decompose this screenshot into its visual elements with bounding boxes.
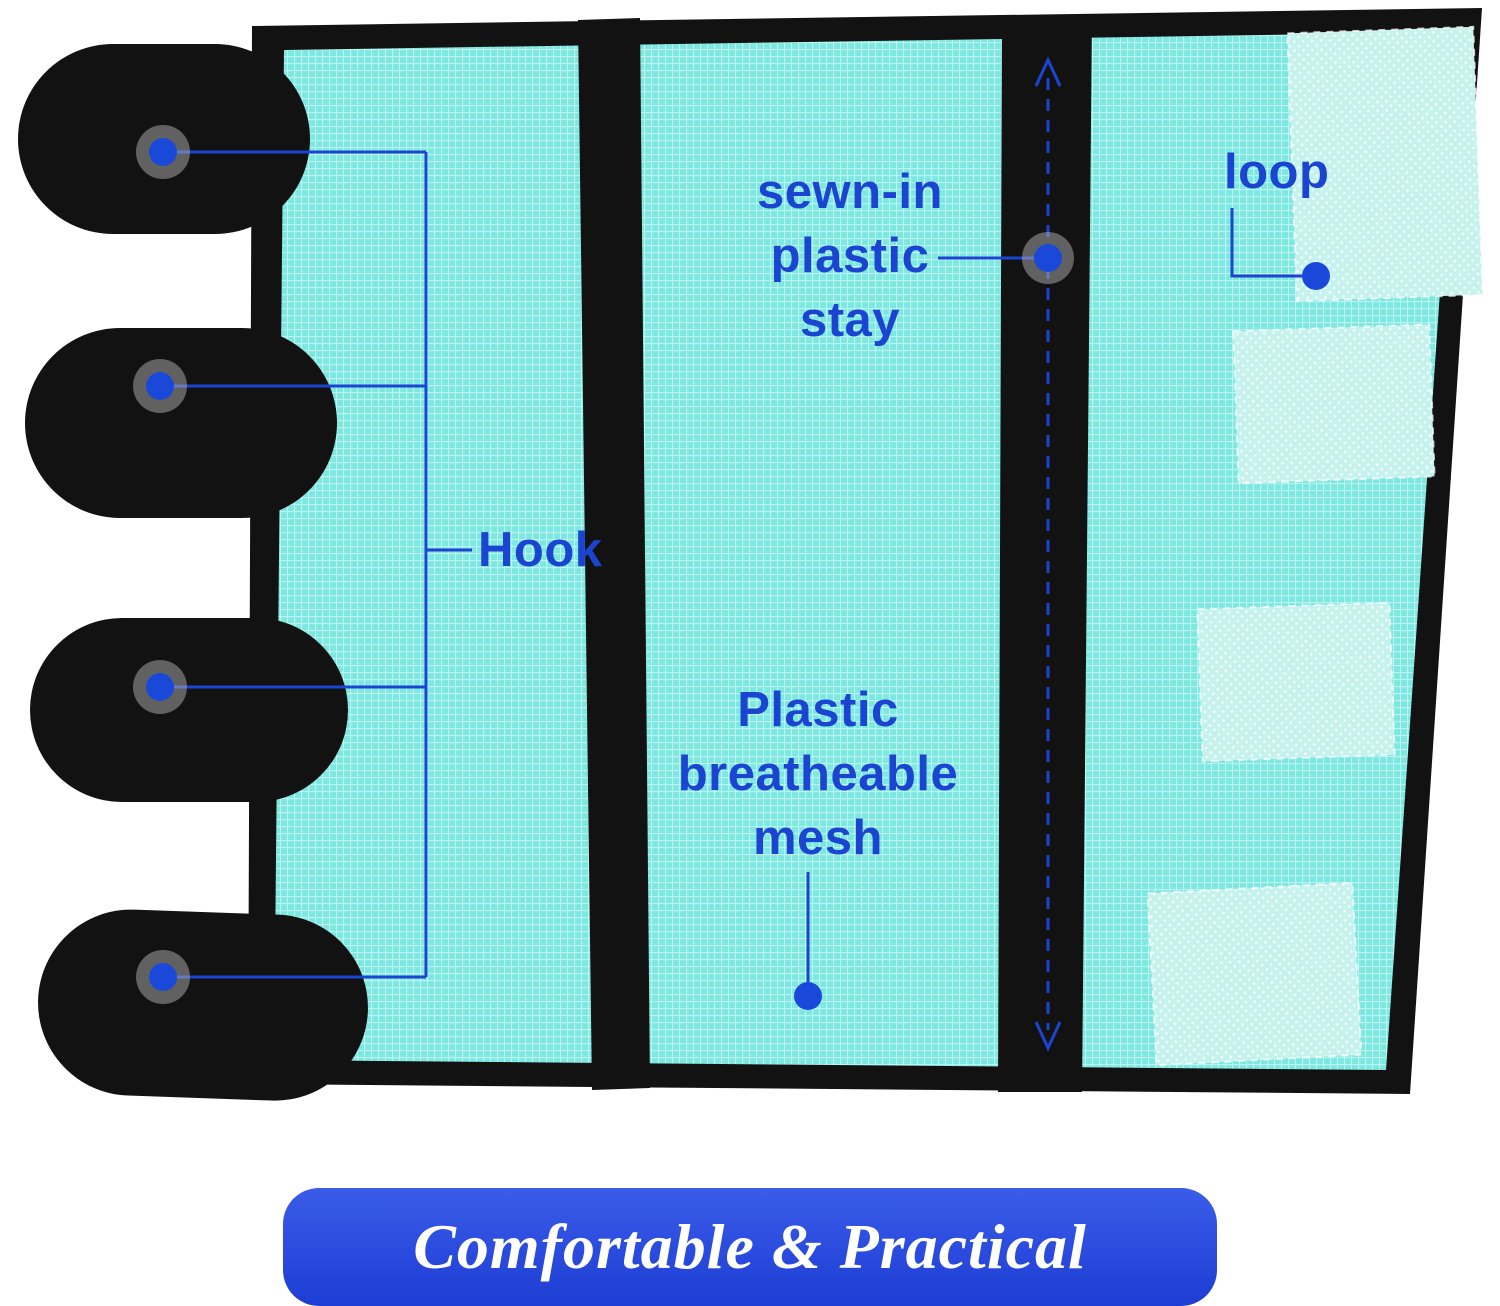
hook-callout <box>133 125 472 1004</box>
stay-callout <box>938 232 1074 284</box>
callout-dot <box>794 982 822 1010</box>
loop-patches <box>1146 25 1484 1067</box>
banner-comfortable-practical: Comfortable & Practical <box>283 1188 1217 1306</box>
label-hook: Hook <box>478 523 603 577</box>
callout-dot <box>1302 262 1330 290</box>
arrow-up-icon <box>1034 56 1062 87</box>
callout-dot <box>1034 244 1062 272</box>
label-loop: loop <box>1224 145 1330 199</box>
callout-dot <box>149 138 177 166</box>
loop-patch <box>1286 25 1484 303</box>
plastic-stay-strip <box>998 14 1092 1092</box>
label-line: breatheable <box>677 747 959 801</box>
velcro-strap <box>38 909 368 1101</box>
label-sewn-in-plastic-stay: sewn-in plastic stay <box>720 160 980 352</box>
loop-callout <box>1230 208 1330 290</box>
label-line: Plastic <box>737 683 899 737</box>
velcro-strap <box>25 328 337 518</box>
callout-dot <box>146 372 174 400</box>
arrow-down-icon <box>1034 1021 1062 1052</box>
loop-patch <box>1232 323 1436 485</box>
callout-dot <box>149 963 177 991</box>
banner-text: Comfortable & Practical <box>413 1211 1087 1282</box>
label-line: plastic <box>770 229 930 283</box>
loop-patch <box>1196 601 1396 763</box>
label-line: mesh <box>752 811 883 865</box>
label-line: stay <box>799 293 901 347</box>
velcro-strap <box>30 618 348 802</box>
label-line: sewn-in <box>757 165 943 219</box>
callout-dot <box>146 673 174 701</box>
mesh-callout <box>794 872 822 1010</box>
divider-strip <box>578 18 650 1090</box>
label-plastic-breatheable-mesh: Plastic breatheable mesh <box>658 678 978 870</box>
loop-patch <box>1146 881 1363 1067</box>
brace-body <box>248 8 1482 1094</box>
